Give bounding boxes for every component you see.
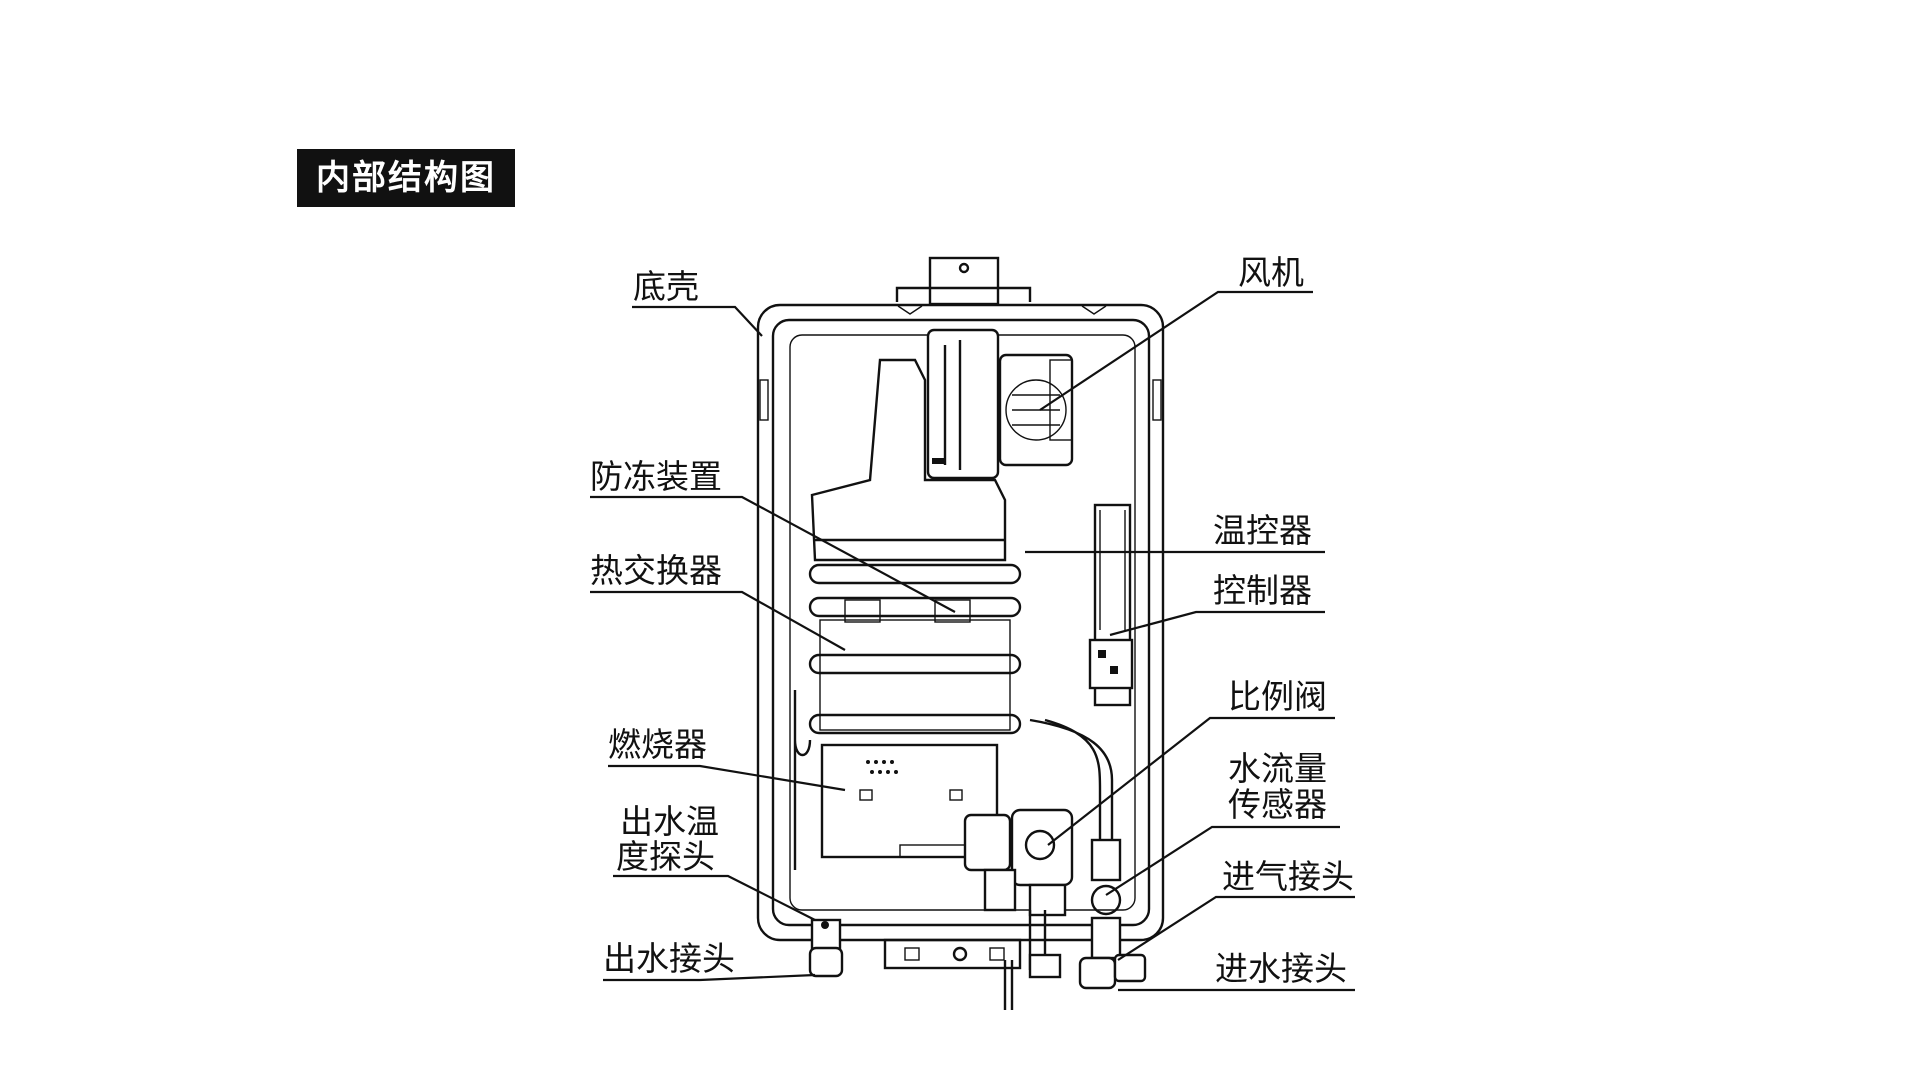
flue-and-fan	[926, 328, 1074, 480]
label-bottom-shell: 底壳	[633, 267, 699, 306]
label-outlet-probe-2: 度探头	[616, 837, 715, 876]
leader-lines	[590, 290, 1355, 992]
label-water-inlet: 进水接头	[1215, 949, 1347, 988]
labels: 底壳 风机 防冻装置 温控器 热交换器 控制器 比例阀 燃烧器 水流量 传感器 …	[590, 253, 1354, 988]
label-fan: 风机	[1238, 253, 1304, 292]
label-flow-sensor-1: 水流量	[1228, 749, 1327, 788]
label-thermostat: 温控器	[1213, 511, 1312, 550]
label-heat-exchanger: 热交换器	[590, 551, 722, 590]
label-antifreeze: 防冻装置	[590, 457, 722, 496]
label-gas-inlet: 进气接头	[1222, 857, 1354, 896]
label-proportional-valve: 比例阀	[1228, 677, 1327, 716]
burner-holes	[866, 760, 898, 774]
title-banner: 内部结构图	[297, 149, 515, 207]
page-title: 内部结构图	[316, 158, 496, 198]
label-flow-sensor-2: 传感器	[1228, 785, 1327, 824]
label-outlet-probe-1: 出水温	[620, 802, 719, 841]
water-line	[1029, 718, 1147, 990]
label-controller: 控制器	[1213, 571, 1312, 610]
controller-box	[1088, 503, 1134, 707]
heat-exchanger-assembly	[793, 358, 1022, 870]
outlet-fittings	[808, 918, 844, 978]
label-water-outlet: 出水接头	[603, 939, 735, 978]
label-burner: 燃烧器	[608, 725, 707, 764]
gas-valve-assembly	[963, 808, 1074, 1010]
